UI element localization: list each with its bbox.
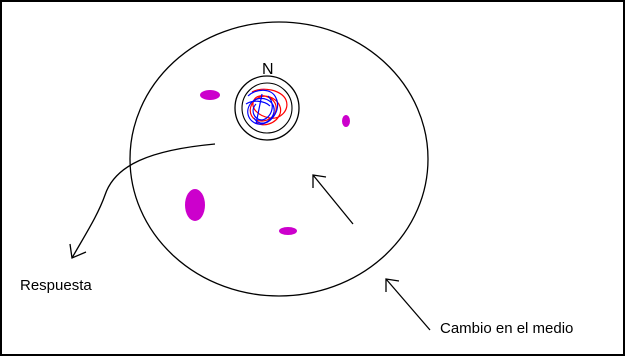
nucleus-label: N xyxy=(262,61,274,78)
organelle xyxy=(342,115,350,127)
response-label: Respuesta xyxy=(20,277,92,294)
stimulus-label: Cambio en el medio xyxy=(440,320,573,337)
organelle xyxy=(185,189,205,221)
organelle xyxy=(200,90,220,100)
organelle xyxy=(279,227,297,235)
